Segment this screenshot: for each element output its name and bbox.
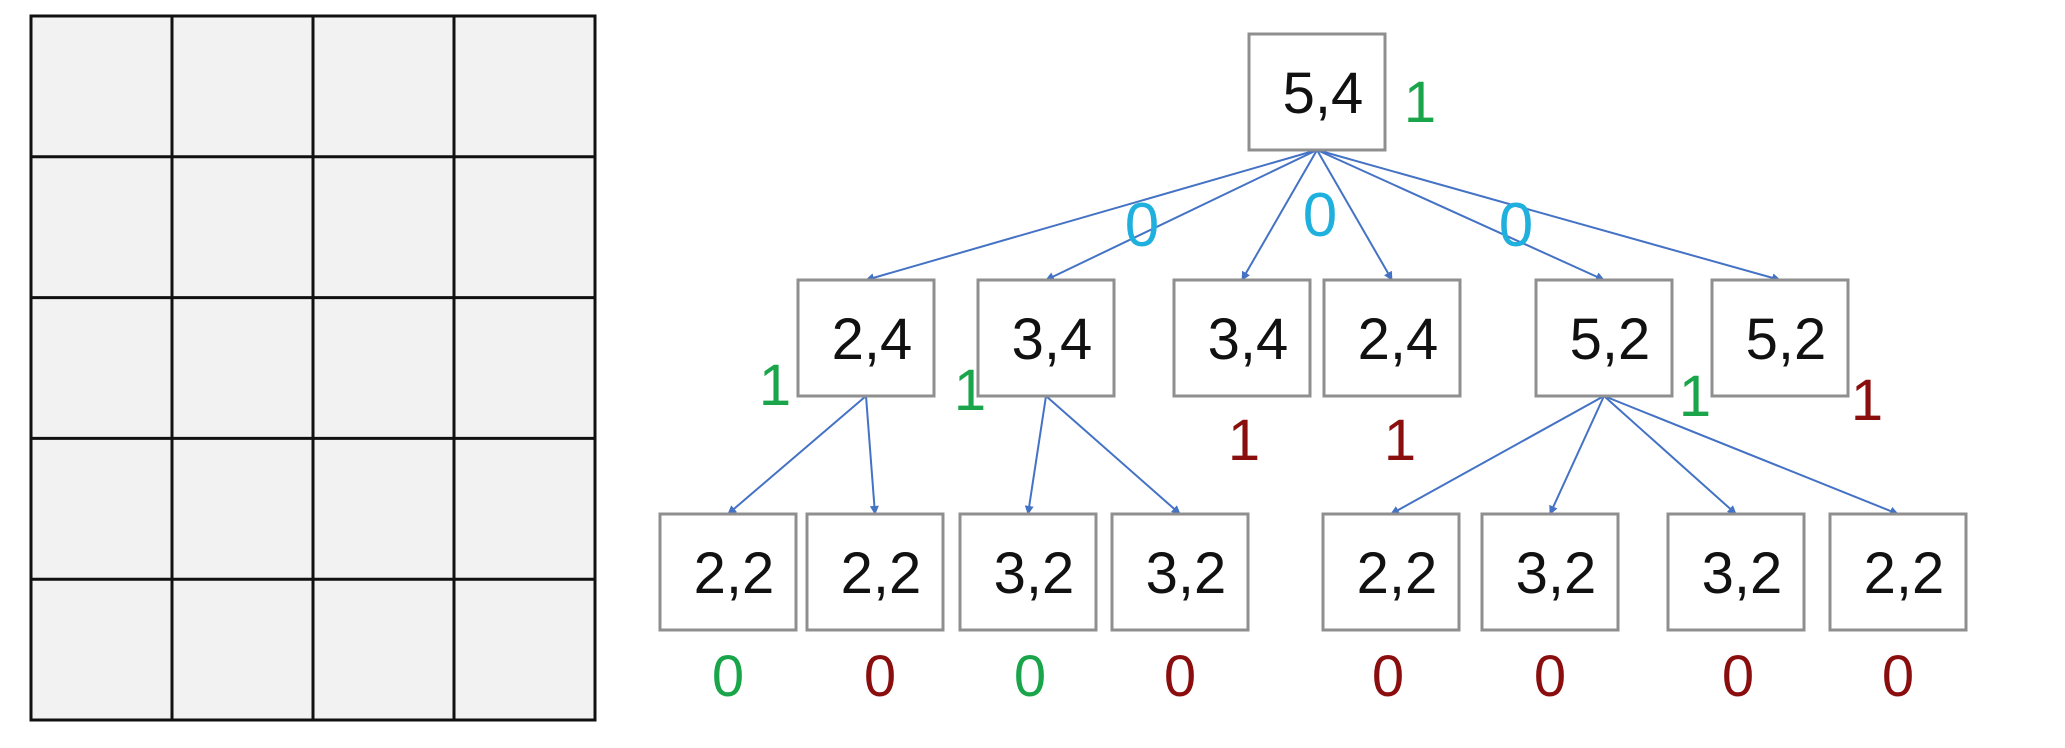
node-box	[1172, 278, 1312, 398]
edge-label-middle: 0	[1303, 181, 1337, 250]
node-label: 2,4	[1358, 307, 1439, 372]
node-box	[1666, 512, 1806, 632]
node-value: 0	[1164, 644, 1196, 709]
node-label: 3,4	[1012, 307, 1093, 372]
tree-edge-arrow	[1241, 149, 1318, 281]
tree-edge-arrow	[865, 395, 879, 515]
tree-node: 2,2	[1321, 512, 1461, 632]
tree-edge-arrow	[727, 395, 867, 515]
tree-edge-arrow	[1390, 395, 1605, 515]
tree-node: 5,4	[1247, 32, 1387, 152]
grid-board	[29, 14, 597, 722]
node-box	[1322, 278, 1462, 398]
node-value: 0	[864, 644, 896, 709]
node-label: 3,2	[1702, 541, 1783, 606]
tree-node: 3,4	[976, 278, 1116, 398]
node-value: 1	[1384, 408, 1416, 473]
node-label: 3,4	[1208, 307, 1289, 372]
node-value: 0	[1882, 644, 1914, 709]
tree-node: 5,2	[1710, 278, 1850, 398]
node-value: 1	[954, 358, 986, 423]
node-value: 1	[1228, 408, 1260, 473]
tree-node: 2,4	[1322, 278, 1462, 398]
node-box	[1247, 32, 1387, 152]
tree-edge-arrow	[1603, 395, 1737, 515]
node-label: 3,2	[1516, 541, 1597, 606]
node-label: 3,2	[1146, 541, 1227, 606]
node-box	[958, 512, 1098, 632]
node-value: 0	[1014, 644, 1046, 709]
tree-node: 3,2	[1110, 512, 1250, 632]
tree-edge-arrow	[1045, 149, 1318, 281]
node-box	[976, 278, 1116, 398]
edge-label-left: 0	[1125, 191, 1159, 260]
node-box	[1480, 512, 1620, 632]
node-value: 1	[1851, 368, 1883, 433]
tree-edge-arrow	[1603, 395, 1899, 516]
node-box	[805, 512, 945, 632]
tree-nodes: 5,4 2,4 3,4 3,4 2,4 5,2 5,2 2,2 2,2 3,2 3,2 2,2 3,2 3…	[658, 32, 1968, 632]
node-label: 2,2	[841, 541, 922, 606]
tree-node: 3,2	[1480, 512, 1620, 632]
node-value: 1	[759, 353, 791, 418]
node-label: 2,2	[1864, 541, 1945, 606]
node-label: 2,2	[1357, 541, 1438, 606]
node-value: 0	[712, 644, 744, 709]
node-value: 0	[1722, 644, 1754, 709]
grid-lines	[31, 16, 595, 720]
node-box	[796, 278, 936, 398]
tree-node: 2,4	[796, 278, 936, 398]
edge-label-right: 0	[1499, 191, 1533, 260]
tree-node: 2,2	[805, 512, 945, 632]
node-label: 5,2	[1570, 307, 1651, 372]
node-label: 2,2	[694, 541, 775, 606]
node-label: 3,2	[994, 541, 1075, 606]
node-box	[1710, 278, 1850, 398]
node-box	[1534, 278, 1674, 398]
tree-edge-arrow	[1045, 395, 1181, 515]
tree-node: 2,2	[1828, 512, 1968, 632]
tree-edges	[727, 149, 1899, 516]
node-value: 0	[1534, 644, 1566, 709]
node-box	[1321, 512, 1461, 632]
tree-edge-arrow	[1549, 395, 1605, 515]
tree-node: 2,2	[658, 512, 798, 632]
node-box	[1828, 512, 1968, 632]
tree-node: 3,4	[1172, 278, 1312, 398]
node-label: 5,2	[1746, 307, 1827, 372]
tree-edge-arrow	[1024, 395, 1047, 515]
tree-edge-arrow	[865, 149, 1318, 283]
tree-edge-arrow	[1316, 149, 1393, 281]
edge-labels: 0 0 0	[1125, 181, 1533, 260]
tree-edge-arrow	[1316, 149, 1781, 283]
node-box	[658, 512, 798, 632]
node-label: 2,4	[832, 307, 913, 372]
node-box	[1110, 512, 1250, 632]
node-label: 5,4	[1283, 61, 1364, 126]
tree-node: 3,2	[958, 512, 1098, 632]
node-value: 1	[1404, 70, 1436, 135]
node-value: 0	[1372, 644, 1404, 709]
tree-node: 3,2	[1666, 512, 1806, 632]
node-value: 1	[1679, 364, 1711, 429]
recursion-tree: 5,4 2,4 3,4 3,4 2,4 5,2 5,2 2,2 2,2 3,2 3,2 2,2 3,2 3…	[658, 32, 1968, 709]
tree-node: 5,2	[1534, 278, 1674, 398]
tree-edge-arrow	[1316, 149, 1605, 281]
